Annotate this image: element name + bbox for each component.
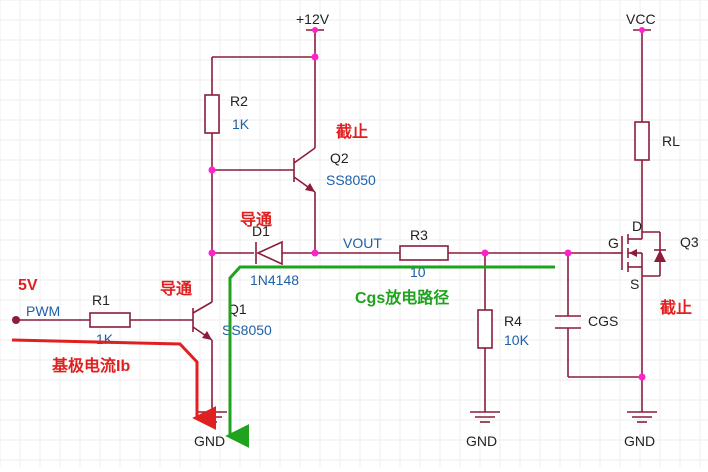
d1-value: 1N4148 [250, 272, 299, 288]
transistor-q1[interactable]: Q1 SS8050 [192, 301, 272, 341]
net-pwm-label: PWM [26, 303, 60, 319]
ground-q1: GND [194, 411, 227, 449]
ground-q1-label: GND [194, 433, 225, 449]
annotation-base-current: 基极电流Ib [51, 356, 130, 375]
ground-q3-label: GND [624, 433, 655, 449]
r2-ref: R2 [230, 93, 248, 109]
q2-ref: Q2 [330, 150, 349, 166]
r4-value: 10K [504, 332, 530, 348]
r1-value: 1K [96, 331, 114, 347]
net-vout-label: VOUT [343, 235, 382, 251]
transistor-q2[interactable]: Q2 SS8050 [293, 147, 376, 193]
wires [16, 30, 643, 412]
ground-r4-label: GND [466, 433, 497, 449]
q2-value: SS8050 [326, 172, 376, 188]
q3-pin-s: S [630, 276, 639, 292]
power-vcc: VCC [626, 11, 656, 31]
q3-pin-g: G [608, 235, 619, 251]
resistor-r4[interactable]: R4 10K [477, 309, 530, 349]
resistor-rl[interactable]: RL [634, 121, 680, 161]
annotation-q3-state: 截止 [660, 298, 692, 317]
annotation-q2-state: 截止 [336, 122, 368, 141]
base-current-path [11, 338, 217, 430]
rl-ref: RL [662, 133, 680, 149]
junction-dots [208, 27, 646, 381]
q3-ref: Q3 [680, 234, 699, 250]
power-vcc-label: VCC [626, 11, 656, 27]
d1-ref: D1 [252, 223, 270, 239]
resistor-r2[interactable]: R2 1K [204, 93, 250, 134]
resistor-r3[interactable]: R3 10 [399, 227, 449, 280]
annotation-5v: 5V [18, 277, 38, 294]
power-12v-label: +12V [296, 11, 330, 27]
ground-r4: GND [466, 411, 500, 449]
annotation-d1-state: 导通 [240, 211, 272, 229]
power-12v: +12V [296, 11, 330, 31]
ground-q3: GND [624, 411, 657, 449]
q3-pin-d: D [632, 218, 642, 234]
r2-value: 1K [232, 116, 250, 132]
q1-ref: Q1 [228, 301, 247, 317]
r4-ref: R4 [504, 313, 522, 329]
cgs-discharge-path [225, 265, 555, 448]
capacitor-cgs[interactable]: CGS [555, 313, 618, 329]
pwm-port-icon[interactable] [12, 316, 20, 324]
mosfet-q3[interactable]: Q3 G D S [608, 218, 699, 292]
r3-ref: R3 [410, 227, 428, 243]
annotation-q1-state: 导通 [160, 280, 192, 298]
cgs-ref: CGS [588, 313, 618, 329]
diode-d1[interactable]: D1 1N4148 [250, 223, 299, 288]
q1-value: SS8050 [222, 322, 272, 338]
annotation-cgs-path: Cgs放电路径 [355, 288, 449, 307]
r1-ref: R1 [92, 292, 110, 308]
